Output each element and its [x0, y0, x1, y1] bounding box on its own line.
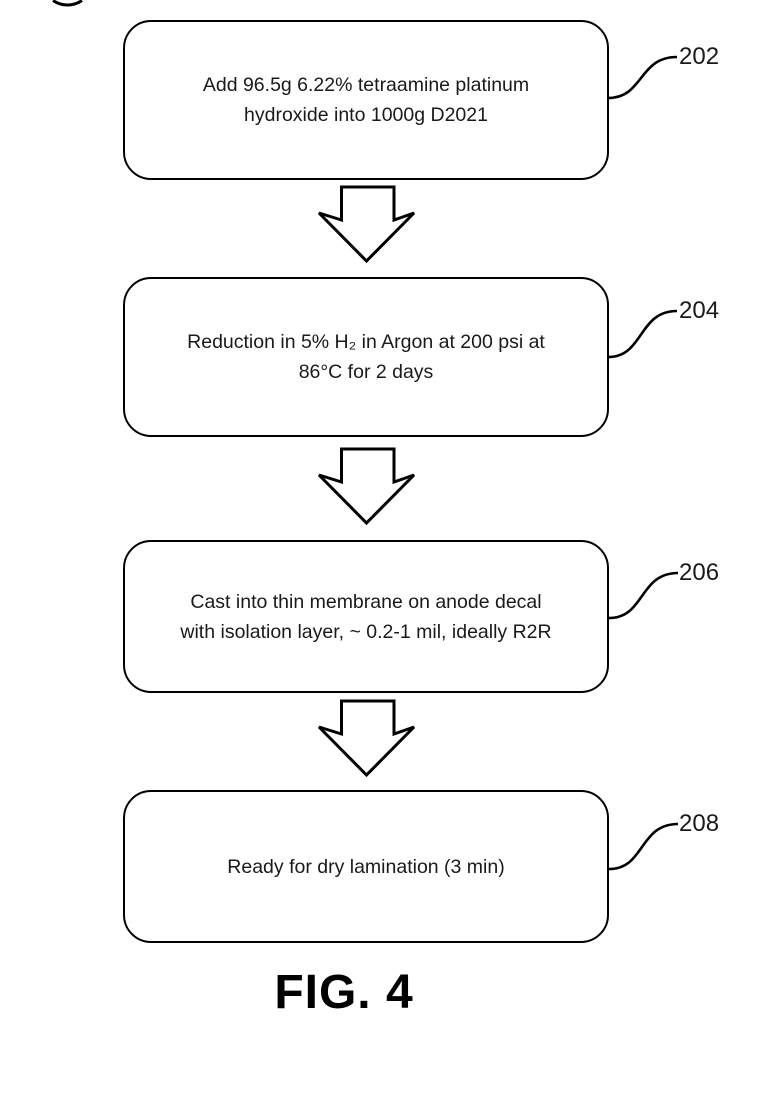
ref-label-208: 208 [679, 810, 720, 837]
down-arrow-3 [317, 699, 416, 778]
process-box-204-line2: 86°C for 2 days [298, 361, 434, 383]
process-box-202: Add 96.5g 6.22% tetraamine platinum hydr… [123, 20, 609, 180]
leader-line-208 [608, 822, 679, 871]
cropped-mark [52, 0, 83, 7]
down-arrow-2 [317, 447, 416, 526]
process-box-208-line1: Ready for dry lamination (3 min) [227, 855, 505, 878]
leader-line-206 [608, 571, 679, 620]
ref-label-204: 204 [679, 297, 720, 324]
leader-line-202 [607, 55, 678, 100]
process-box-206-line2: with isolation layer, ~ 0.2-1 mil, ideal… [180, 620, 552, 643]
ref-label-202: 202 [679, 43, 720, 70]
process-box-204: Reduction in 5% H₂ in Argon at 200 psi a… [123, 277, 609, 437]
process-box-202-line1: Add 96.5g 6.22% tetraamine platinum [202, 74, 530, 96]
process-box-202-line2: hydroxide into 1000g D2021 [244, 104, 488, 126]
process-box-208: Ready for dry lamination (3 min) [123, 790, 609, 943]
process-box-206: Cast into thin membrane on anode decal w… [123, 540, 609, 693]
process-box-206-line1: Cast into thin membrane on anode decal [190, 590, 542, 613]
leader-line-204 [607, 309, 678, 359]
process-box-204-line1: Reduction in 5% H₂ in Argon at 200 psi a… [187, 331, 545, 353]
down-arrow-1 [317, 185, 416, 264]
ref-label-206: 206 [679, 559, 720, 586]
figure-caption: FIG. 4 [274, 966, 414, 1019]
